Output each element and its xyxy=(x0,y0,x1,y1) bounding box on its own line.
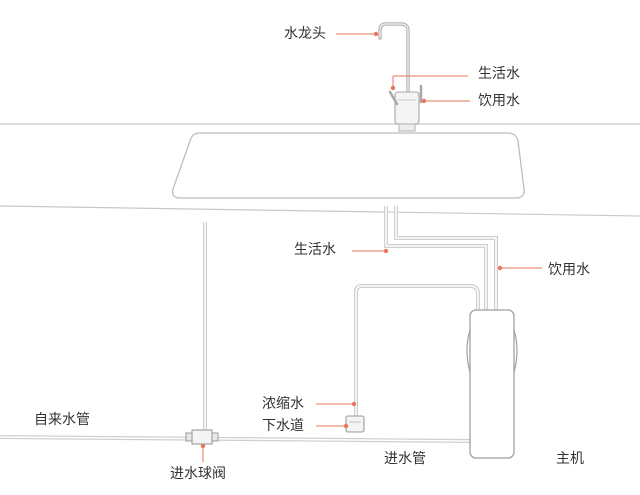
label-living-water-top: 生活水 xyxy=(478,66,520,82)
label-drinking-water-mid: 饮用水 xyxy=(548,262,590,278)
countertop-front-edge xyxy=(0,205,640,217)
label-inlet-pipe: 进水管 xyxy=(384,451,426,467)
label-living-water-mid: 生活水 xyxy=(294,242,336,258)
label-concentrate-water: 浓缩水 xyxy=(262,396,304,412)
tap-water-pipe xyxy=(0,435,471,443)
inlet-ball-valve xyxy=(185,429,219,445)
label-main-unit: 主机 xyxy=(556,451,584,467)
label-faucet: 水龙头 xyxy=(284,26,326,42)
callouts xyxy=(200,31,542,462)
concentrate-water-pipe xyxy=(354,284,480,416)
sink-basin xyxy=(172,132,525,199)
label-drain: 下水道 xyxy=(262,418,304,434)
label-drinking-water-top: 饮用水 xyxy=(478,93,520,109)
main-unit xyxy=(466,309,518,459)
drinking-water-pipe xyxy=(394,206,498,310)
living-water-pipe xyxy=(384,206,488,310)
label-tap-water-pipe: 自来水管 xyxy=(34,412,90,428)
drain-fitting xyxy=(345,415,365,433)
faucet xyxy=(378,22,423,132)
label-inlet-ball-valve: 进水球阀 xyxy=(170,466,226,482)
